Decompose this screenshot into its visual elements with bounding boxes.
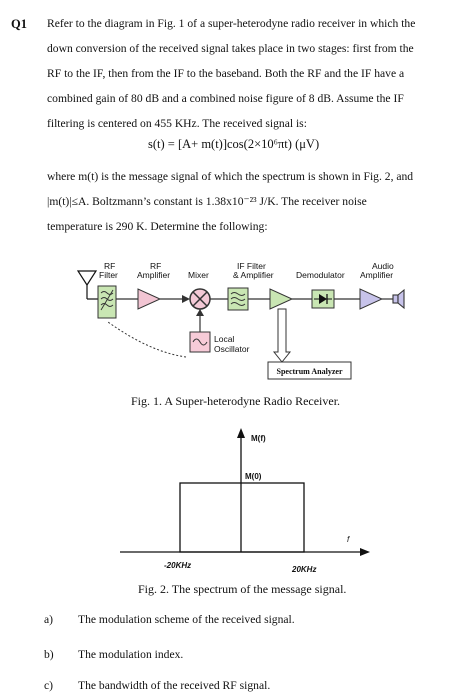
diode-icon bbox=[314, 294, 332, 304]
mixer-icon bbox=[189, 288, 211, 310]
item-label: b) bbox=[44, 648, 54, 661]
rf-filter-icon bbox=[100, 289, 114, 311]
item-label: a) bbox=[44, 613, 54, 626]
after-line: where m(t) is the message signal of whic… bbox=[47, 170, 414, 183]
question-intro: Refer to the diagram in Fig. 1 of a supe… bbox=[47, 11, 438, 136]
antenna-icon bbox=[76, 270, 98, 300]
after-line: temperature is 290 K. Determine the foll… bbox=[47, 220, 268, 233]
audio-amplifier-label-2: Amplifier bbox=[360, 270, 393, 280]
audio-amplifier-block bbox=[359, 288, 384, 310]
if-filter-label-2: & Amplifier bbox=[233, 270, 274, 280]
audio-amplifier-label-1: Audio bbox=[372, 261, 394, 271]
question-after-formula: where m(t) is the message signal of whic… bbox=[47, 164, 438, 239]
local-oscillator-label-1: Local bbox=[214, 334, 234, 344]
spectrum-analyzer-label: Spectrum Analyzer bbox=[277, 367, 343, 376]
tuning-link bbox=[107, 321, 187, 358]
after-line: |m(t)|≤A. Boltzmann’s constant is 1.38x1… bbox=[47, 195, 367, 208]
if-filter-label-1: IF Filter bbox=[237, 261, 266, 271]
demodulator-label: Demodulator bbox=[296, 270, 345, 280]
if-amplifier-block bbox=[269, 288, 294, 310]
fig2-caption: Fig. 2. The spectrum of the message sign… bbox=[138, 582, 347, 596]
peak-label: M(0) bbox=[245, 472, 262, 481]
sine-wave-icon bbox=[192, 338, 208, 346]
rf-amplifier-block bbox=[137, 288, 162, 310]
intro-line: down conversion of the received signal t… bbox=[47, 42, 414, 55]
y-axis-label: M(f) bbox=[251, 434, 266, 443]
left-tick-label: -20KHz bbox=[164, 561, 191, 570]
rf-amplifier-label-2: Amplifier bbox=[137, 270, 170, 280]
rf-amplifier-label-1: RF bbox=[150, 261, 161, 271]
intro-line: Refer to the diagram in Fig. 1 of a supe… bbox=[47, 17, 416, 30]
fig1-caption: Fig. 1. A Super-heterodyne Radio Receive… bbox=[131, 394, 341, 408]
intro-line: RF to the IF, then from the IF to the ba… bbox=[47, 67, 405, 80]
spectrum-rectangle bbox=[179, 482, 305, 553]
spectrum-analyzer-block bbox=[267, 361, 352, 380]
x-axis-label: f bbox=[347, 535, 350, 544]
item-label: c) bbox=[44, 679, 54, 692]
rf-filter-label-2: Filter bbox=[99, 270, 118, 280]
received-signal-formula: s(t) = [A+ m(t)]cos(2×10⁶πt) (μV) bbox=[148, 137, 320, 151]
question-number: Q1 bbox=[11, 17, 27, 31]
receiver-block-diagram: RF Filter RF Amplifier Mixer IF Filter &… bbox=[76, 261, 405, 380]
message-spectrum-chart: M(f) M(0) -20KHz 20KHz f bbox=[120, 428, 370, 574]
spectrum-analyzer-arrow bbox=[272, 308, 292, 363]
if-filter-icon bbox=[230, 292, 246, 306]
intro-line: combined gain of 80 dB and a combined no… bbox=[47, 92, 404, 105]
speaker-icon bbox=[392, 288, 405, 310]
rf-filter-block bbox=[97, 285, 117, 319]
local-oscillator-label-2: Oscillator bbox=[214, 344, 250, 354]
intro-line: filtering is centered on 455 KHz. The re… bbox=[47, 117, 307, 130]
mixer-label: Mixer bbox=[188, 270, 209, 280]
rf-filter-label-1: RF bbox=[104, 261, 115, 271]
item-text: The bandwidth of the received RF signal. bbox=[78, 679, 271, 692]
right-tick-label: 20KHz bbox=[291, 565, 316, 574]
item-text: The modulation index. bbox=[78, 648, 184, 661]
item-text: The modulation scheme of the received si… bbox=[78, 613, 295, 626]
